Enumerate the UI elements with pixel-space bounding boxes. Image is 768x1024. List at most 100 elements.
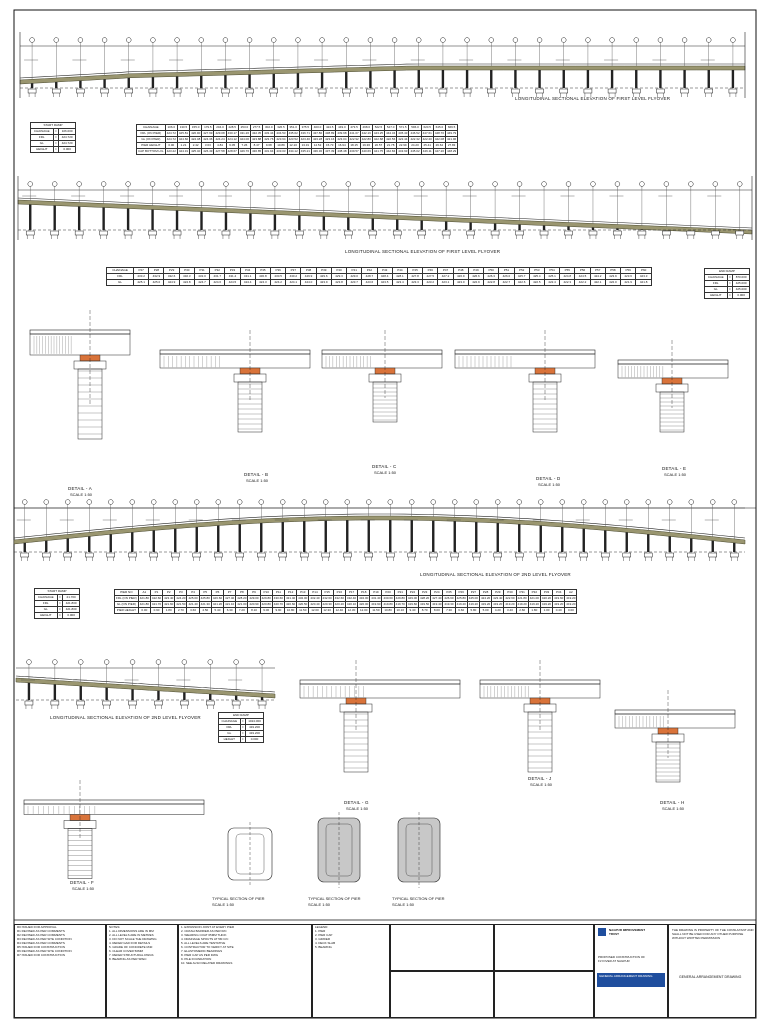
pier-column (151, 209, 154, 230)
pier-column (127, 77, 130, 88)
pier-column (45, 540, 48, 552)
table-cell: 441.07 (347, 130, 361, 137)
pier-column (53, 684, 57, 700)
detail-b-scale: SCALE 1:50 (246, 478, 269, 483)
table-cell: 422.20 (420, 136, 434, 143)
pier-marker-bubble (129, 659, 136, 665)
pier-column (518, 224, 521, 230)
pier-column (320, 72, 324, 88)
company-logo-icon (598, 928, 606, 936)
list-item: 1. EXPANSION JOINT AT EVERY PIER (181, 925, 235, 929)
pier-marker-bubble (151, 499, 157, 505)
pier-marker-bubble (198, 181, 205, 187)
pile-cap (472, 552, 481, 558)
table-cell: 420.20 (332, 601, 346, 608)
pile-cap (221, 230, 231, 236)
table-cell: 419.20 (478, 601, 493, 608)
pier-marker-bubble (149, 181, 156, 187)
pile-cap (392, 230, 402, 236)
table-cell: 426.60 (210, 595, 225, 602)
pier-column (174, 528, 177, 552)
table-cell: 423.5 (376, 279, 393, 286)
table-cell: 10.10 (393, 607, 407, 614)
table-cell: 0.000 (62, 612, 80, 619)
table-cell: 426.49 (201, 148, 215, 155)
table-cell: 440.66 (359, 148, 373, 155)
pier-marker-bubble (473, 499, 479, 505)
table-cell: 425.81 (176, 130, 191, 137)
list-item: 1. ALL DIMENSIONS ARE IN MM (109, 929, 154, 933)
table-cell: 420.70 (271, 601, 285, 608)
table-cell: 424.1 (285, 279, 302, 286)
pier-column (465, 70, 469, 88)
table-cell: 423.40 (162, 595, 176, 602)
pile-cap (535, 88, 544, 94)
pile-cap (52, 88, 61, 94)
table-cell: 420.40 (308, 601, 322, 608)
table-cell: 8.10 (247, 607, 261, 614)
pile-cap (368, 230, 378, 236)
pier-marker-bubble (215, 499, 221, 505)
table-cell: 423.8 (330, 279, 348, 286)
table-cell: 422.0 (604, 279, 622, 286)
list-item: 4. DECK SLAB (315, 941, 336, 945)
pier-column (131, 532, 134, 552)
detail-j-title: DETAIL - J (528, 776, 552, 781)
pile-cap (106, 552, 115, 558)
table-cell: 421.60 (162, 601, 176, 608)
project-banner: GENERAL ARRANGEMENT DRAWING (597, 973, 665, 987)
company-block: NAGPUR IMPROVEMENT TRUST PROPOSED CONSTR… (594, 924, 668, 1018)
pile-cap (417, 230, 426, 236)
pile-cap (728, 88, 738, 94)
pier-column (432, 520, 435, 552)
pier-marker-bubble (126, 37, 132, 43)
table-cell: 422.60 (149, 595, 164, 602)
pier-column (616, 228, 619, 230)
table-cell: 3.60 (186, 607, 200, 614)
pier-marker-bubble (27, 181, 33, 187)
table-cell: 422.3 (559, 279, 576, 286)
pile-cap (102, 700, 111, 706)
pile-cap (257, 700, 267, 706)
pile-cap (257, 552, 266, 558)
table-cell: 442.16 (359, 130, 373, 137)
detail-g-title: DETAIL - G (344, 800, 369, 805)
pier-marker-bubble (223, 181, 229, 187)
pier-column (53, 205, 56, 230)
pier-marker-bubble (198, 37, 204, 43)
typical-section-1-scale: SCALE 1:50 (212, 902, 235, 907)
list-item: 5. ALL LEVELS ARE TENTATIVE (181, 941, 226, 945)
table-cell: 422.5 (528, 279, 545, 286)
pier-column (102, 207, 105, 230)
table-cell: 425.80 (454, 595, 468, 602)
pier-marker-bubble (394, 181, 400, 187)
table-cell: 436.71 (298, 130, 312, 137)
table-cell: 12.00 (308, 607, 322, 614)
table-cell: 432.60 (320, 595, 334, 602)
table-cell: 1.80 (162, 607, 176, 614)
pier-marker-bubble (492, 181, 498, 187)
table-cell: 419.20 (527, 601, 541, 608)
table-cell: 429.08 (213, 130, 227, 137)
table-cell: 421.00 (527, 595, 541, 602)
pier-marker-bubble (663, 181, 670, 187)
pier-marker-bubble (602, 499, 608, 505)
pile-cap (344, 230, 353, 236)
table-cell: 5.80 (466, 607, 480, 614)
elevation-ramp-d (15, 659, 276, 709)
table-cell: 9.90 (271, 607, 285, 614)
table-cell: 421.10 (223, 601, 237, 608)
detail-e-title: DETAIL - E (662, 466, 687, 471)
pier-marker-bubble (319, 37, 325, 43)
pier-marker-bubble (391, 37, 398, 43)
table-cell: 425.80 (198, 595, 212, 602)
pier-column (105, 687, 108, 700)
pier-column (66, 538, 69, 552)
list-item: 7. ELASTOMERIC BEARINGS (181, 949, 223, 953)
pile-cap (711, 230, 720, 236)
pile-cap (99, 230, 108, 236)
table-cell: 3.40 (503, 607, 517, 614)
typical-section-3-title: TYPICAL SECTION OF PIER (392, 896, 445, 901)
pier-column (542, 225, 546, 230)
